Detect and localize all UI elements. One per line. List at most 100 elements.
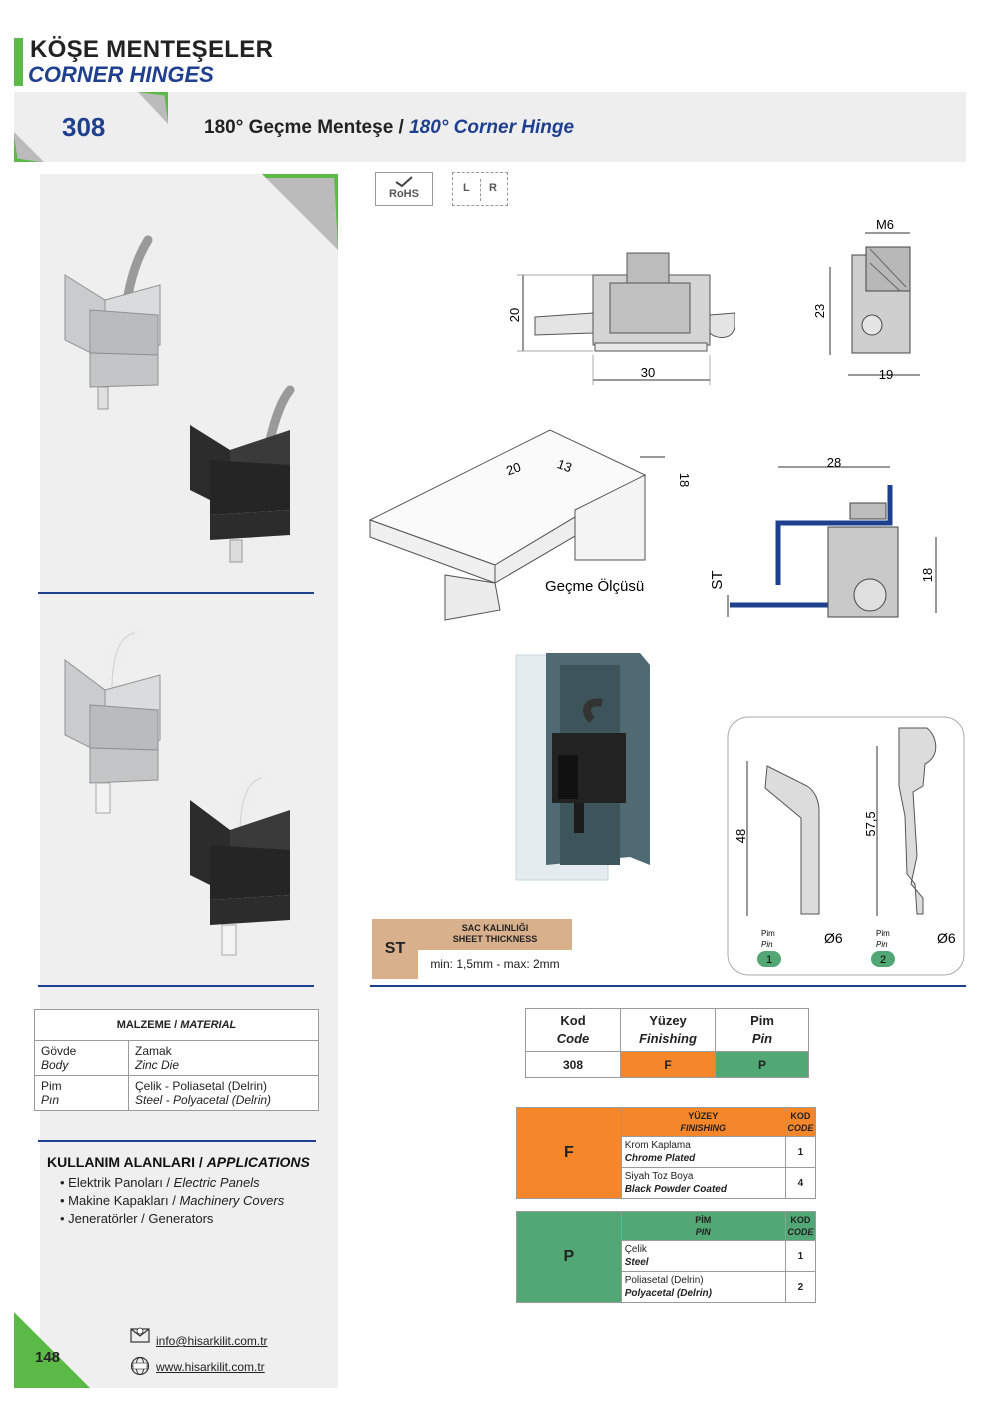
pin-code: 1: [784, 1240, 817, 1272]
page-number: 148: [35, 1349, 61, 1366]
pin-col-en: Pin: [751, 1031, 773, 1046]
pin-desc-tr: Poliasetal (Delrin): [624, 1275, 704, 1286]
sheet-thickness-value: min: 1,5mm - max: 2mm: [418, 950, 572, 979]
pin-code: 2: [784, 1271, 817, 1303]
rohs-badge: RoHS: [375, 172, 433, 206]
product-title: 180° Geçme Menteşe / 180° Corner Hinge: [204, 117, 574, 139]
sheet-thickness-key: ST: [372, 919, 418, 979]
material-value: Çelik - Poliasetal (Delrin)Steel - Polya…: [128, 1075, 319, 1111]
finishing-kod-tr: KOD: [790, 1111, 811, 1121]
list-item: Jeneratörler / Generators: [60, 1210, 284, 1228]
finishing-code: 4: [784, 1167, 817, 1199]
website-link[interactable]: www.hisarkilit.com.tr: [156, 1360, 265, 1374]
finishing-head-en: FINISHING: [680, 1123, 726, 1133]
pin2-label-tr: Pim: [876, 929, 890, 938]
material-part-en: Body: [41, 1058, 69, 1072]
divider-3: [38, 1140, 316, 1142]
pin-code-header: KOD CODE: [784, 1211, 817, 1241]
pin-kod-en: CODE: [787, 1227, 814, 1237]
dim-st: ST: [709, 570, 726, 589]
check-icon: [395, 176, 413, 188]
code-value: 308: [525, 1051, 621, 1078]
list-item: Elektrik Panoları / Electric Panels: [60, 1174, 284, 1192]
table-row: 308 F P: [525, 1051, 809, 1078]
badge-divider: [480, 179, 481, 201]
code-col-tr: Kod: [560, 1013, 586, 1028]
dim-m6: M6: [876, 217, 894, 232]
pin-desc-tr: Çelik: [624, 1244, 647, 1255]
right-label: R: [489, 182, 497, 194]
pin1-number-pill: [757, 951, 781, 967]
product-band: [14, 92, 966, 162]
dim-30-front: 30: [641, 365, 655, 380]
material-value-en: Zinc Die: [135, 1058, 180, 1072]
side-view-drawing: M6 23 19: [812, 217, 920, 382]
product-title-tr: 180° Geçme Menteşe /: [204, 117, 404, 138]
material-title-en: MATERIAL: [180, 1019, 237, 1031]
pin-col-tr: Pim: [750, 1013, 774, 1028]
applications-list: Elektrik Panoları / Electric Panels Maki…: [60, 1174, 284, 1228]
sheet-head-en: SHEET THICKNESS: [452, 934, 538, 944]
divider-2: [38, 985, 314, 987]
finishing-desc-tr: Siyah Toz Boya: [624, 1171, 694, 1182]
finishing-desc-tr: Krom Kaplama: [624, 1140, 691, 1151]
dim-28: 28: [827, 455, 841, 470]
globe-icon: [130, 1356, 150, 1376]
material-title-tr: MALZEME /: [116, 1019, 178, 1031]
email-icon: [130, 1327, 150, 1343]
material-part-en: Pın: [41, 1093, 60, 1107]
cutout-drawing: 20 13 18 Geçme Ölçüsü: [368, 429, 692, 621]
dim-18-sec: 18: [920, 568, 935, 582]
pin-kod-tr: KOD: [790, 1215, 811, 1225]
hinge-photo-steel-pin: [64, 235, 295, 563]
dim-48: 48: [733, 829, 748, 843]
email-link[interactable]: info@hisarkilit.com.tr: [156, 1334, 268, 1348]
finishing-kod-en: CODE: [787, 1123, 814, 1133]
application-tr: Elektrik Panoları /: [68, 1175, 171, 1190]
dim-20-cut: 20: [504, 459, 523, 478]
application-tr: Jeneratörler / Generators: [68, 1211, 214, 1226]
application-en: Machinery Covers: [179, 1193, 285, 1208]
application-tr: Makine Kapakları /: [68, 1193, 176, 1208]
pin2-diameter: Ø6: [937, 930, 956, 946]
table-row: Poliasetal (Delrin) Polyacetal (Delrin) 2: [517, 1271, 817, 1303]
pin-head-tr: PİM: [695, 1215, 712, 1225]
list-item: Makine Kapakları / Machinery Covers: [60, 1192, 284, 1210]
pin1-diameter: Ø6: [824, 930, 843, 946]
sheet-head-tr: SAC KALINLIĞI: [461, 923, 529, 933]
footer-corner-decoration: [14, 1312, 90, 1388]
pin-key: P: [516, 1211, 622, 1303]
left-label: L: [463, 182, 470, 194]
rohs-label: RoHS: [389, 188, 419, 200]
product-code: 308: [62, 112, 106, 142]
material-part-tr: Pim: [41, 1079, 62, 1093]
pin-desc-en: Polyacetal (Delrin): [624, 1288, 712, 1299]
finishing-key: F: [516, 1107, 622, 1199]
dim-18-cut: 18: [677, 473, 692, 487]
pin1-label-en: Pin: [761, 940, 773, 949]
applications-title: KULLANIM ALANLARI / APPLICATIONS: [47, 1154, 310, 1170]
pin2-number-pill: [871, 951, 895, 967]
header-accent-bar: [14, 38, 23, 86]
section-title-en: CORNER HINGES: [28, 62, 214, 87]
left-right-badge: L R: [452, 172, 508, 206]
installation-render: [515, 653, 650, 881]
material-value-en: Steel - Polyacetal (Delrin): [135, 1093, 272, 1107]
hinge-photo-delrin-pin: [64, 627, 290, 956]
dim-20-front: 20: [507, 308, 522, 322]
pin-drawing-panel: 48 57,5 Pim Pin Ø6 1 Pim Pin Ø6 2: [727, 716, 965, 976]
